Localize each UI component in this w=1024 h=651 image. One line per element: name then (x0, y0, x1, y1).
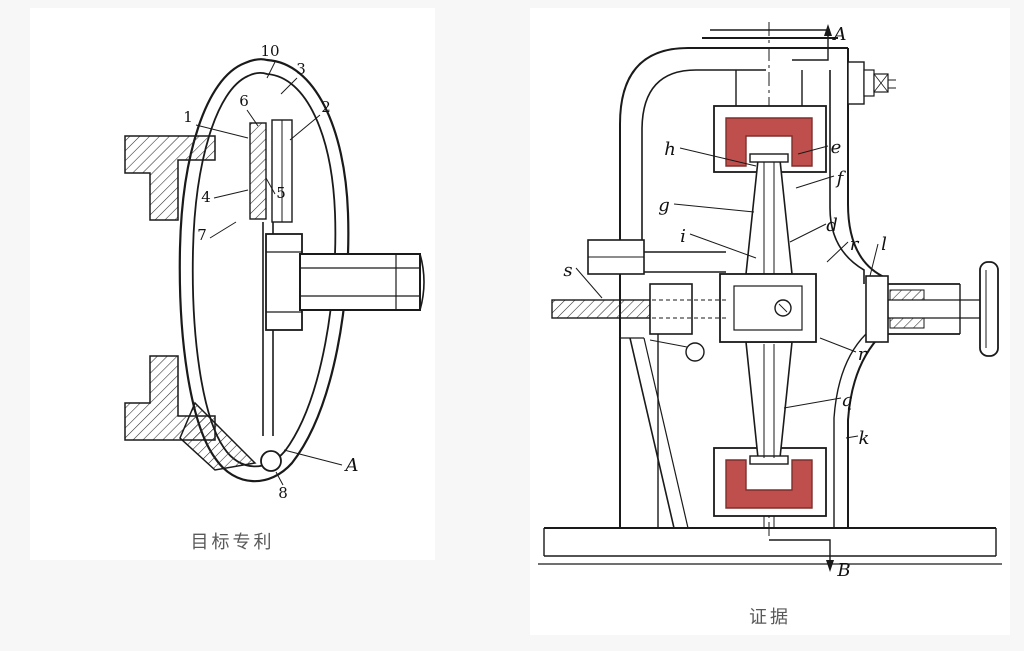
label-8: 8 (278, 484, 288, 502)
label-e: e (831, 137, 842, 158)
label-10: 10 (260, 42, 279, 60)
upper-friction-cup (725, 117, 813, 167)
label-3: 3 (296, 60, 306, 78)
evidence-drawing: A h e f g i d r l s r q k B (530, 8, 1010, 595)
label-6: 6 (239, 92, 249, 110)
evidence-caption: 证据 (749, 607, 791, 627)
evidence-figure: A h e f g i d r l s r q k B 证据 (530, 8, 1010, 635)
label-k: k (859, 428, 870, 449)
label-l: l (881, 234, 887, 255)
pedestal-and-base (538, 337, 1002, 565)
target-patent-drawing: 10 3 1 6 2 4 5 7 A 8 (30, 8, 435, 520)
outer-casing (587, 29, 883, 528)
label-r-upper: r (850, 234, 860, 255)
label-d: d (826, 215, 838, 236)
left-flanges (124, 135, 257, 471)
section-arrows (769, 24, 834, 572)
label-B: B (836, 560, 850, 581)
output-shaft (865, 261, 999, 357)
label-2: 2 (321, 98, 331, 116)
leader-lines (195, 61, 343, 486)
section-arrow-A-icon (824, 24, 832, 36)
pivot-ball (260, 450, 282, 472)
label-1: 1 (183, 108, 193, 126)
top-right-bracket (847, 61, 896, 105)
reference-numerals: 10 3 1 6 2 4 5 7 A 8 (183, 42, 358, 502)
cone-spindle-assembly (745, 153, 793, 528)
label-q: q (841, 390, 853, 411)
label-7: 7 (197, 226, 207, 244)
friction-cups-highlighted (725, 117, 813, 509)
lower-friction-cup (725, 459, 813, 509)
label-f: f (835, 168, 847, 189)
hub-and-shaft (265, 233, 425, 331)
label-A: A (832, 24, 847, 45)
reference-letters: A h e f g i d r l s r q k B (563, 24, 887, 581)
section-arrow-B-icon (826, 560, 834, 572)
label-A: A (344, 455, 359, 476)
label-s: s (563, 260, 572, 281)
target-patent-figure: 10 3 1 6 2 4 5 7 A 8 目标专利 (30, 8, 435, 560)
label-r-lower: r (858, 344, 868, 365)
adjusting-screw (551, 283, 726, 335)
label-i: i (680, 226, 686, 247)
central-hub (719, 273, 817, 343)
label-4: 4 (201, 188, 211, 206)
target-patent-caption: 目标专利 (190, 532, 275, 552)
leader-lines (575, 145, 879, 439)
label-h: h (664, 139, 676, 160)
label-g: g (658, 195, 670, 216)
label-5: 5 (276, 184, 286, 202)
